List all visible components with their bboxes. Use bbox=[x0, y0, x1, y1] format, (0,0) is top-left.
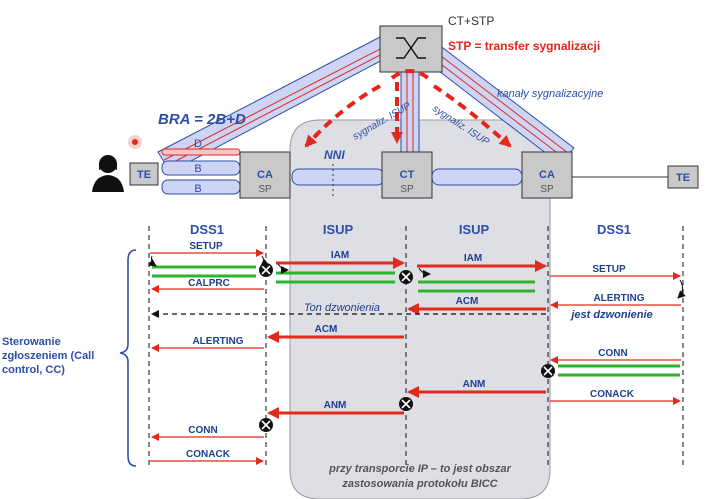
te-right-box bbox=[667, 165, 699, 189]
channel-b1-label: B bbox=[194, 163, 201, 175]
side-label-line-3: control, CC) bbox=[2, 364, 65, 376]
msg-conack-right: CONACK bbox=[590, 389, 635, 400]
column-dss1-right: DSS1 bbox=[597, 222, 631, 237]
ct-sp: SP bbox=[400, 184, 414, 195]
ca-left-label: CA bbox=[257, 169, 273, 181]
call-control-brace bbox=[119, 249, 137, 467]
stp-description: STP = transfer sygnalizacji bbox=[448, 39, 600, 53]
switch-point-1 bbox=[259, 263, 273, 277]
msg-anm-2: ANM bbox=[324, 400, 347, 411]
ca-left-sp: SP bbox=[258, 184, 272, 195]
msg-setup-right: SETUP bbox=[592, 264, 626, 275]
switch-point-2 bbox=[399, 270, 413, 284]
switch-points bbox=[259, 263, 555, 432]
msg-conn-left: CONN bbox=[188, 425, 217, 436]
msg-anm-1: ANM bbox=[463, 379, 486, 390]
column-isup-1: ISUP bbox=[323, 222, 354, 237]
msg-calprc: CALPRC bbox=[188, 278, 230, 289]
stp-switch bbox=[379, 25, 443, 73]
msg-alerting-left: ALERTING bbox=[192, 336, 243, 347]
ct-box bbox=[381, 151, 433, 199]
te-left-label: TE bbox=[137, 169, 151, 181]
ct-label: CT bbox=[400, 169, 415, 181]
column-isup-2: ISUP bbox=[459, 222, 490, 237]
bicc-note-line-1: przy transporcie IP – to jest obszar bbox=[328, 463, 511, 475]
channel-b2-label: B bbox=[194, 183, 201, 195]
message-arrows bbox=[147, 249, 686, 465]
bra-channels bbox=[161, 148, 241, 195]
ringing-status-label: jest dzwonienie bbox=[569, 309, 652, 321]
msg-conack-left: CONACK bbox=[186, 449, 231, 460]
channels-label: kanały sygnalizacyjne bbox=[497, 88, 603, 100]
bearer-paths bbox=[152, 265, 680, 377]
bra-label: BRA = 2B+D bbox=[158, 111, 246, 128]
ca-right-label: CA bbox=[539, 169, 555, 181]
msg-setup-left: SETUP bbox=[189, 241, 223, 252]
column-dss1-left: DSS1 bbox=[190, 222, 224, 237]
ca-right-box bbox=[521, 151, 573, 199]
nni-pipe-right bbox=[431, 168, 523, 186]
ringing-tone-label: Ton dzwonienia bbox=[304, 302, 380, 314]
nni-pipe-left bbox=[291, 168, 385, 186]
ca-right-sp: SP bbox=[540, 184, 554, 195]
bicc-note-line-2: zastosowania protokołu BICC bbox=[341, 478, 498, 490]
pointer-dot bbox=[128, 135, 142, 149]
te-left-box bbox=[129, 162, 159, 186]
switch-label: CT+STP bbox=[448, 14, 494, 28]
msg-conn-right: CONN bbox=[598, 348, 627, 359]
switch-point-3 bbox=[541, 364, 555, 378]
nni-label: NNI bbox=[324, 148, 345, 162]
channel-d-label: D bbox=[194, 138, 202, 150]
msg-iam-1: IAM bbox=[331, 250, 349, 261]
msg-acm-1: ACM bbox=[456, 296, 479, 307]
switch-point-5 bbox=[259, 418, 273, 432]
stp-transfer-arrows bbox=[304, 69, 512, 148]
te-right-label: TE bbox=[676, 172, 690, 184]
user-icon bbox=[92, 155, 124, 192]
msg-alerting-right: ALERTING bbox=[593, 293, 644, 304]
switch-point-4 bbox=[399, 397, 413, 411]
side-label-line-1: Sterowanie bbox=[2, 336, 61, 348]
ca-left-box bbox=[239, 151, 291, 199]
msg-iam-2: IAM bbox=[464, 253, 482, 264]
msg-acm-2: ACM bbox=[315, 324, 338, 335]
side-label-line-2: zgłoszeniem (Call bbox=[2, 350, 94, 362]
